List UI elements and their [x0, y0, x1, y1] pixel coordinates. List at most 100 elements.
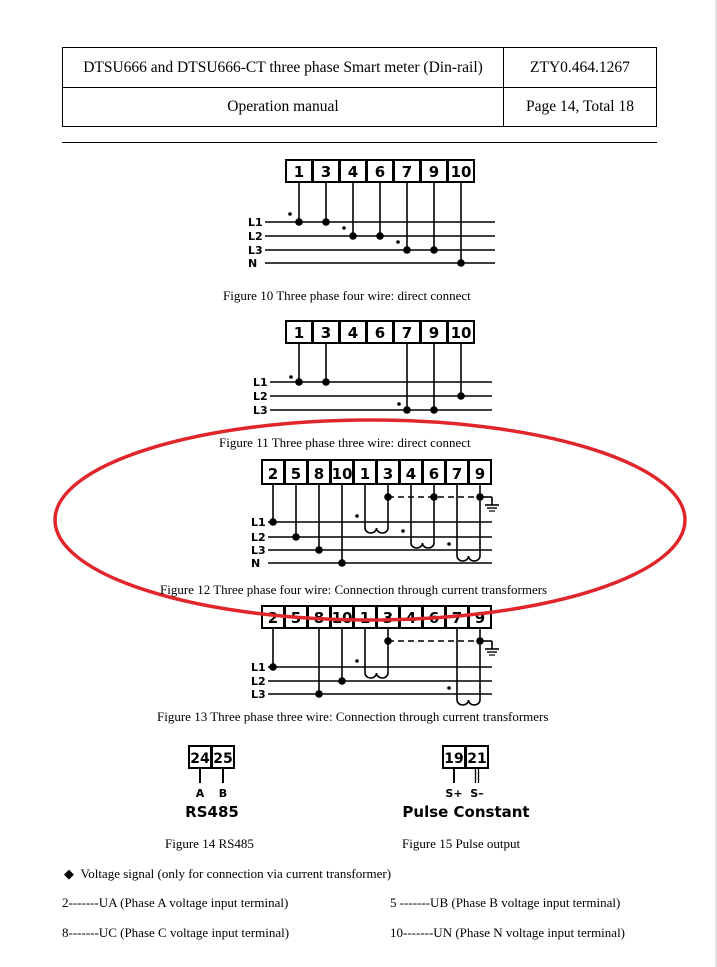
phase-label: N: [248, 257, 257, 270]
figure-14-caption: Figure 14 RS485: [165, 836, 254, 851]
terminal-number: 8: [314, 465, 324, 483]
junction-dot: [376, 232, 384, 240]
junction-dot: [338, 559, 346, 567]
terminal-number: 2: [268, 609, 278, 627]
polarity-mark: [447, 686, 451, 690]
phase-label: L2: [248, 230, 263, 243]
junction-dot: [269, 518, 277, 526]
junction-dot: [403, 246, 411, 254]
red-annotation-ellipse: [53, 418, 687, 622]
polarity-mark: [396, 240, 400, 244]
terminal-number: 4: [406, 465, 416, 483]
terminal-box: [465, 745, 489, 769]
phase-label: L1: [253, 376, 268, 389]
polarity-mark: [288, 212, 292, 216]
terminal-number: 10: [332, 465, 353, 483]
junction-dot: [430, 493, 438, 501]
figure-11-caption: Figure 11 Three phase three wire: direct…: [219, 435, 471, 450]
terminal-number: 5: [291, 465, 301, 483]
connector-title: Pulse Constant: [402, 803, 529, 821]
figure-10-caption: Figure 10 Three phase four wire: direct …: [223, 288, 471, 303]
junction-dot: [269, 663, 277, 671]
terminal-number: 9: [429, 163, 439, 181]
terminal-number: 1: [294, 324, 304, 342]
ct-coil: [364, 659, 389, 679]
terminal-number: 4: [348, 163, 358, 181]
junction-dot: [315, 690, 323, 698]
connector-title: RS485: [185, 803, 239, 821]
junction-dot: [292, 533, 300, 541]
diamond-bullet-icon: ◆: [64, 866, 74, 881]
terminal-number: 24: [190, 751, 210, 767]
terminal-number: 3: [383, 465, 393, 483]
figure-12-caption: Figure 12 Three phase four wire: Connect…: [160, 582, 548, 597]
ct-coil: [456, 686, 481, 706]
header-rule: [62, 142, 657, 143]
terminal-number: 4: [348, 324, 358, 342]
terminal-number: 6: [375, 324, 385, 342]
terminal-number: 10: [451, 324, 472, 342]
junction-dot: [295, 218, 303, 226]
phase-label: L2: [253, 390, 268, 403]
phase-label: L2: [251, 675, 266, 688]
polarity-mark: [447, 542, 451, 546]
header-table: DTSU666 and DTSU666-CT three phase Smart…: [62, 47, 657, 127]
heading-text: Voltage signal (only for connection via …: [80, 866, 392, 881]
voltage-signal-heading: ◆ Voltage signal (only for connection vi…: [64, 866, 391, 882]
terminal-number: 6: [375, 163, 385, 181]
junction-dot: [338, 677, 346, 685]
junction-dot: [430, 406, 438, 414]
phase-label: L1: [251, 516, 266, 529]
terminal-number: 1: [294, 163, 304, 181]
junction-dot: [457, 259, 465, 267]
terminal-number: 3: [321, 324, 331, 342]
terminal-number: 7: [402, 163, 412, 181]
page-number: Page 14, Total 18: [503, 86, 657, 127]
polarity-mark: [289, 375, 293, 379]
terminal-number: 19: [444, 751, 463, 767]
pin-label: S–: [470, 787, 483, 800]
terminal-number: 1: [360, 465, 370, 483]
phase-label: L3: [251, 688, 266, 701]
junction-dot: [384, 493, 392, 501]
figure-15-caption: Figure 15 Pulse output: [402, 836, 521, 851]
terminal-number: 9: [475, 465, 485, 483]
terminal-number: 3: [383, 609, 393, 627]
voltage-item: 5 -------UB (Phase B voltage input termi…: [390, 895, 621, 910]
junction-dot: [430, 246, 438, 254]
ct-coil: [364, 514, 389, 534]
pin-label: B: [219, 787, 227, 800]
polarity-mark: [355, 514, 359, 518]
terminal-number: 9: [475, 609, 485, 627]
junction-dot: [403, 406, 411, 414]
terminal-number: 21: [467, 751, 486, 767]
phase-label: L1: [251, 661, 266, 674]
voltage-item: 10-------UN (Phase N voltage input termi…: [390, 925, 626, 940]
voltage-item: 8-------UC (Phase C voltage input termin…: [62, 925, 290, 940]
polarity-mark: [401, 529, 405, 533]
phase-label: L3: [248, 244, 263, 257]
terminal-number: 10: [451, 163, 472, 181]
document-subtitle: Operation manual: [62, 86, 504, 127]
junction-dot: [295, 378, 303, 386]
document-title: DTSU666 and DTSU666-CT three phase Smart…: [62, 47, 504, 88]
junction-dot: [315, 546, 323, 554]
document-code: ZTY0.464.1267: [503, 47, 657, 88]
junction-dot: [457, 392, 465, 400]
voltage-item: 2-------UA (Phase A voltage input termin…: [62, 895, 289, 910]
polarity-mark: [355, 659, 359, 663]
polarity-mark: [342, 226, 346, 230]
pin-label: S+: [445, 787, 462, 800]
pin-label: A: [196, 787, 205, 800]
terminal-number: 25: [213, 751, 232, 767]
figure-13-caption: Figure 13 Three phase three wire: Connec…: [157, 709, 549, 724]
terminal-number: 7: [452, 465, 462, 483]
phase-label: L2: [251, 531, 266, 544]
scrollbar-edge: [715, 0, 717, 967]
junction-dot: [322, 218, 330, 226]
terminal-number: 6: [429, 465, 439, 483]
terminal-number: 9: [429, 324, 439, 342]
terminal-number: 7: [452, 609, 462, 627]
